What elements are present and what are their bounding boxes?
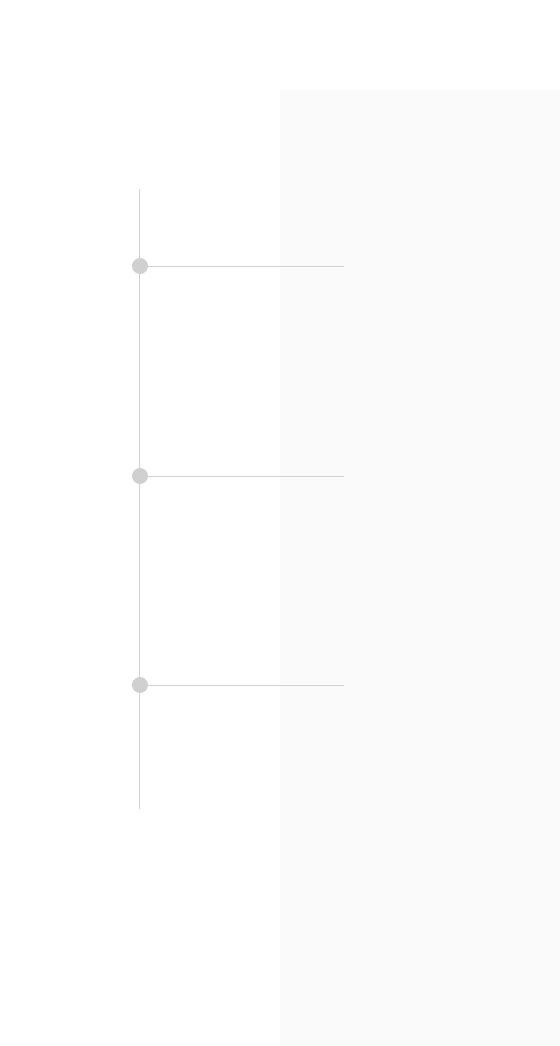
timeline-dot-icon	[132, 468, 148, 484]
timeline-dot-icon	[132, 677, 148, 693]
timeline-dot-icon	[132, 258, 148, 274]
timeline-node	[132, 258, 344, 274]
timeline-connector	[140, 476, 344, 477]
right-panel	[280, 90, 560, 1046]
timeline-node	[132, 677, 344, 693]
timeline-connector	[140, 266, 344, 267]
timeline-node	[132, 468, 344, 484]
timeline-connector	[140, 685, 344, 686]
timeline-spine	[139, 189, 140, 809]
